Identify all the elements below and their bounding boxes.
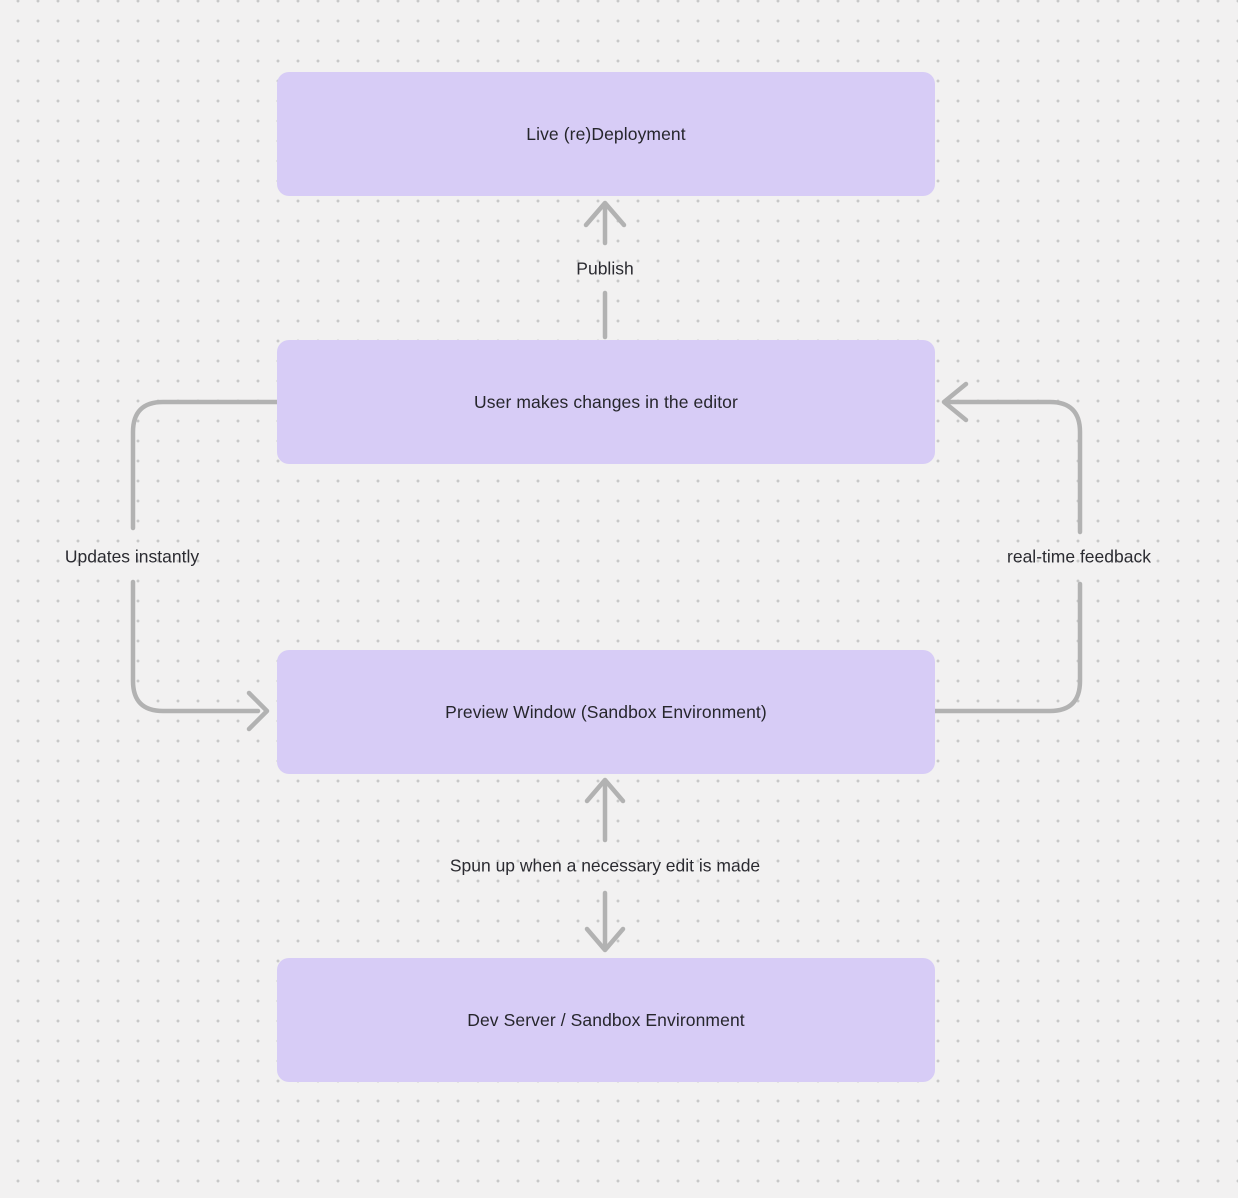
edge-label-publish: Publish (576, 258, 634, 279)
node-live-redeployment: Live (re)Deployment (277, 72, 935, 196)
node-dev-server: Dev Server / Sandbox Environment (277, 958, 935, 1082)
edge-updates-instantly (130, 399, 280, 732)
edge-label-updates-instantly: Updates instantly (64, 546, 200, 567)
arrowhead-down-icon (584, 926, 626, 953)
edge-label-real-time-feedback: real-time feedback (1007, 546, 1151, 567)
node-label: User makes changes in the editor (474, 391, 738, 412)
node-preview-window: Preview Window (Sandbox Environment) (277, 650, 935, 774)
node-user-makes-changes: User makes changes in the editor (277, 340, 935, 464)
arrowhead-up-icon (584, 777, 626, 804)
edge-spun-up (584, 777, 626, 953)
node-label: Live (re)Deployment (526, 123, 686, 144)
arrowhead-right-icon (246, 690, 270, 732)
edge-publish (583, 200, 627, 340)
arrowhead-left-icon (941, 381, 969, 423)
arrowhead-up-icon (583, 200, 627, 228)
node-label: Dev Server / Sandbox Environment (467, 1009, 745, 1030)
edge-label-spun-up: Spun up when a necessary edit is made (449, 855, 761, 876)
node-label: Preview Window (Sandbox Environment) (445, 701, 767, 722)
edge-real-time-feedback (931, 381, 1083, 714)
